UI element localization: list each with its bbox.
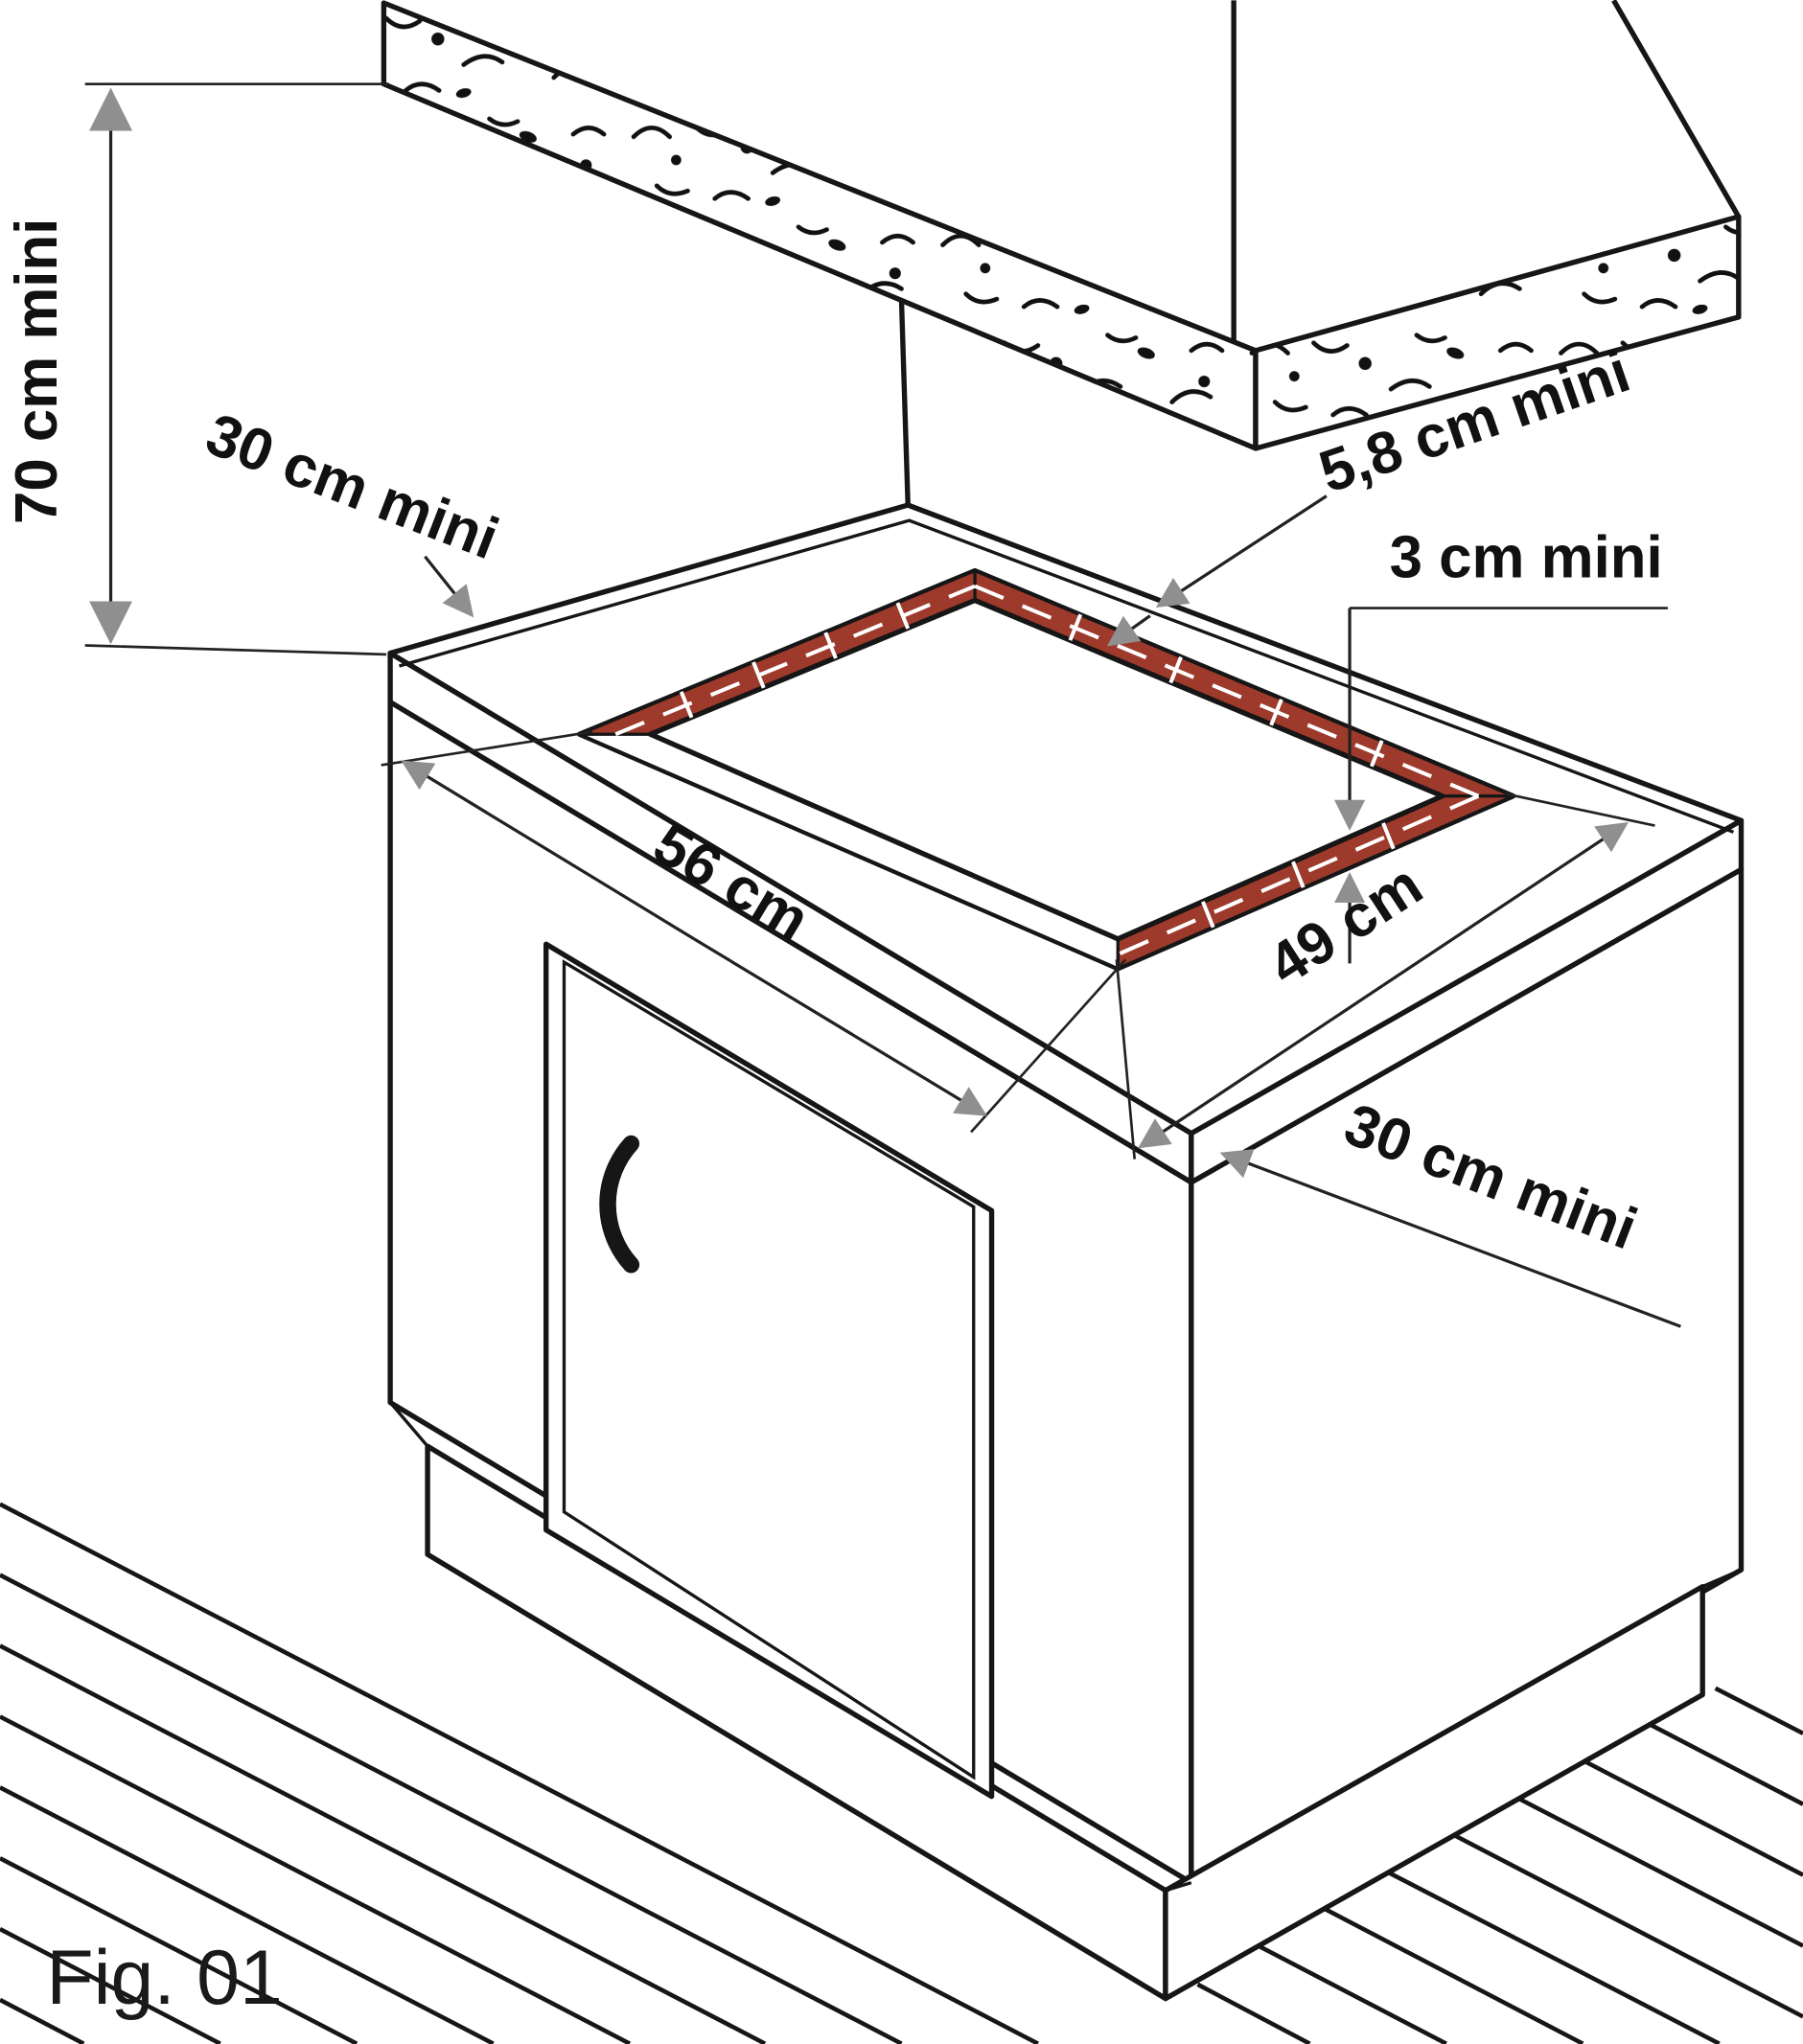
base-cabinet bbox=[387, 502, 1745, 2002]
hood-rim-right-band bbox=[1253, 214, 1742, 451]
dimension-70cm: 70 cm mini bbox=[4, 82, 389, 656]
label-3cm-mini: 3 cm mini bbox=[1390, 524, 1663, 590]
plinth-corner-front bbox=[1165, 1881, 1192, 1893]
hood-right-edge bbox=[1611, 0, 1742, 218]
floor-board-lines bbox=[0, 1502, 1803, 2044]
hood-rim-front-band bbox=[381, 0, 1259, 451]
door-panel bbox=[543, 941, 995, 1800]
dimension-3cm: 3 cm mini bbox=[1333, 524, 1668, 964]
brick-joint-marks bbox=[614, 584, 1480, 956]
cutout-opening bbox=[647, 597, 1445, 942]
plinth-right-face bbox=[1163, 1583, 1705, 2002]
hood-canopy bbox=[1234, 0, 1739, 351]
door-inner-edge bbox=[562, 959, 976, 1780]
figure-caption: Fig. 01 bbox=[46, 1935, 282, 2021]
door-handle bbox=[599, 1135, 640, 1274]
cabinet-door bbox=[543, 941, 995, 1800]
worktop-back-edge-line bbox=[399, 518, 1735, 834]
dimension-30cm-left: 30 cm mini bbox=[197, 401, 507, 618]
label-30cm-mini-left: 30 cm mini bbox=[197, 401, 507, 572]
range-hood bbox=[381, 0, 1742, 506]
wall-corner-line bbox=[898, 300, 911, 506]
label-70cm-mini: 70 cm mini bbox=[4, 218, 70, 524]
plinth-corner-left bbox=[388, 1401, 429, 1448]
plinth-corner-right bbox=[1701, 1568, 1743, 1589]
